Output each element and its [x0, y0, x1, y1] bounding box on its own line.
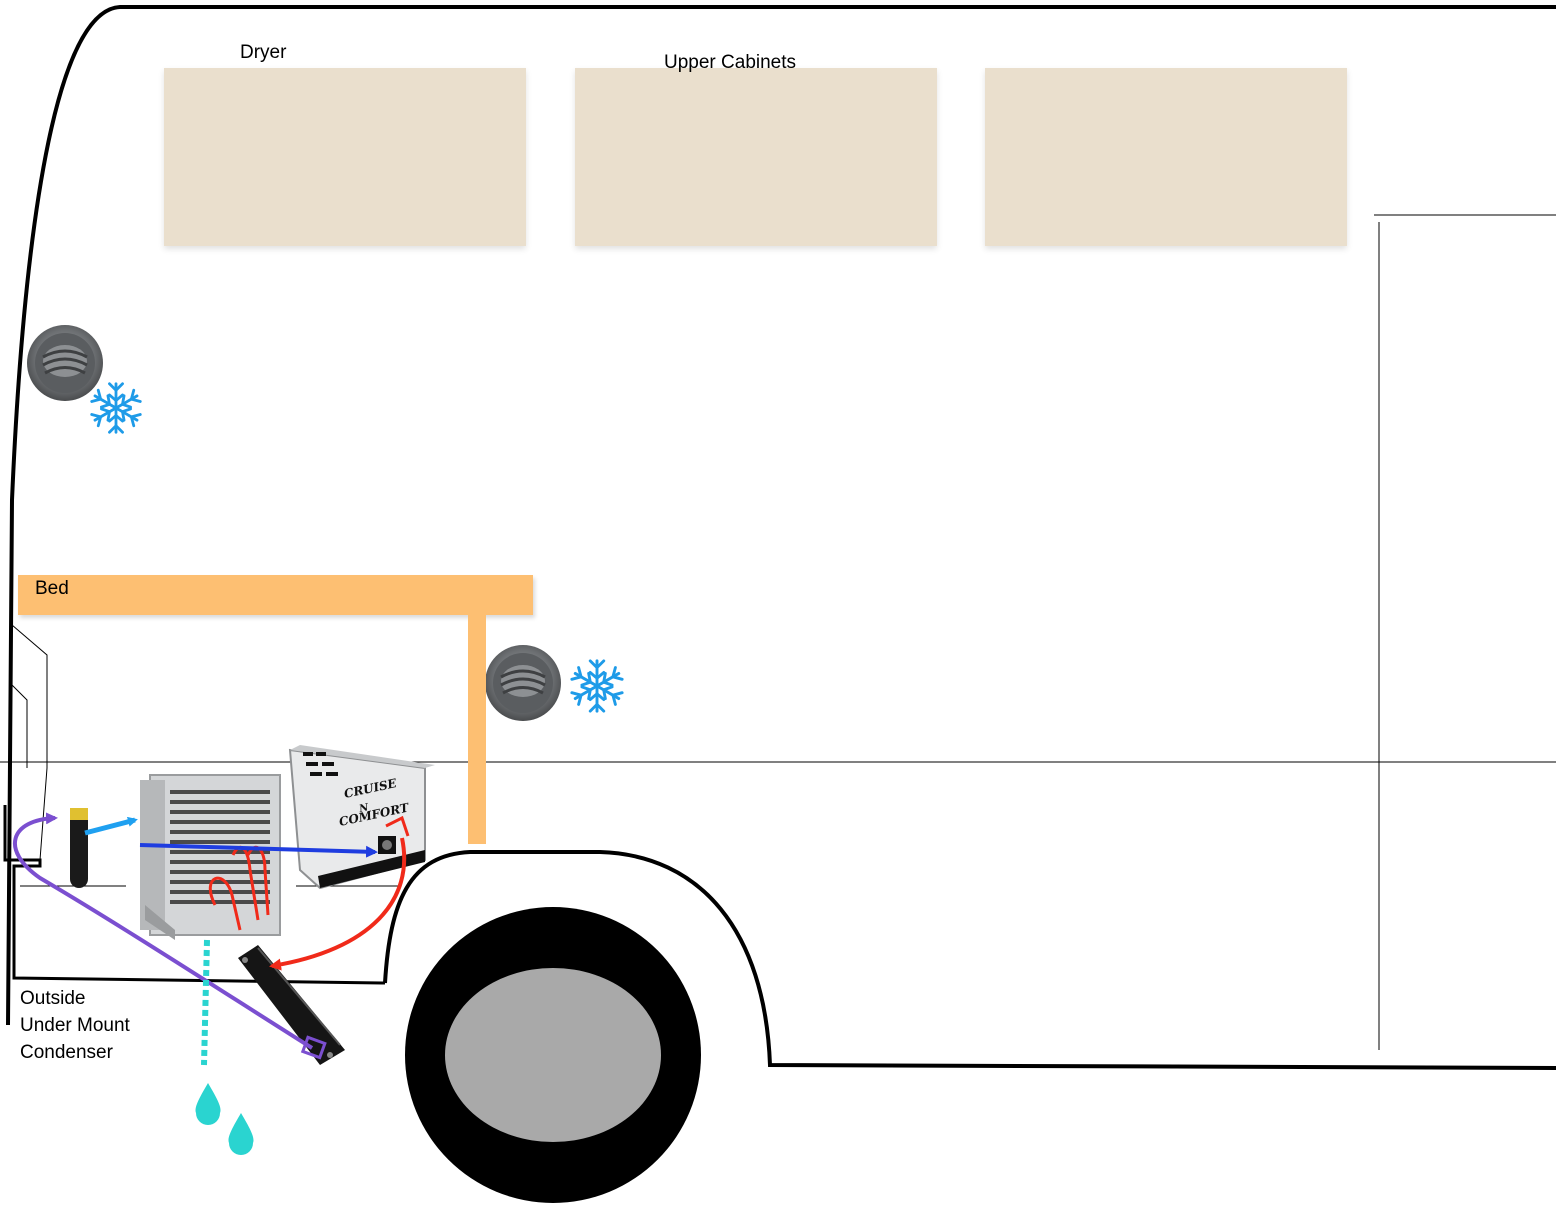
bed-support [468, 604, 486, 844]
cabinet-upper-2 [985, 68, 1347, 246]
vent-icon [27, 325, 103, 401]
filter-drier-icon [70, 808, 88, 888]
snowflake-icon [92, 384, 141, 433]
upper-cabinets-label: Upper Cabinets [664, 52, 796, 74]
vent-icon [485, 645, 561, 721]
bed [18, 575, 533, 615]
compressor-icon: CRUISE N COMFORT [290, 745, 435, 888]
drip-icon [196, 940, 254, 1155]
dryer-label: Dryer [240, 42, 286, 64]
snowflake-icon [572, 661, 622, 711]
condenser-label: Outside Under Mount Condenser [20, 985, 170, 1066]
cold-arrow [85, 820, 135, 833]
wheel [405, 907, 701, 1203]
cabinet-dryer [164, 68, 526, 246]
evaporator-unit [140, 775, 280, 940]
cabinet-upper-1 [575, 68, 937, 246]
bed-label: Bed [35, 578, 69, 600]
